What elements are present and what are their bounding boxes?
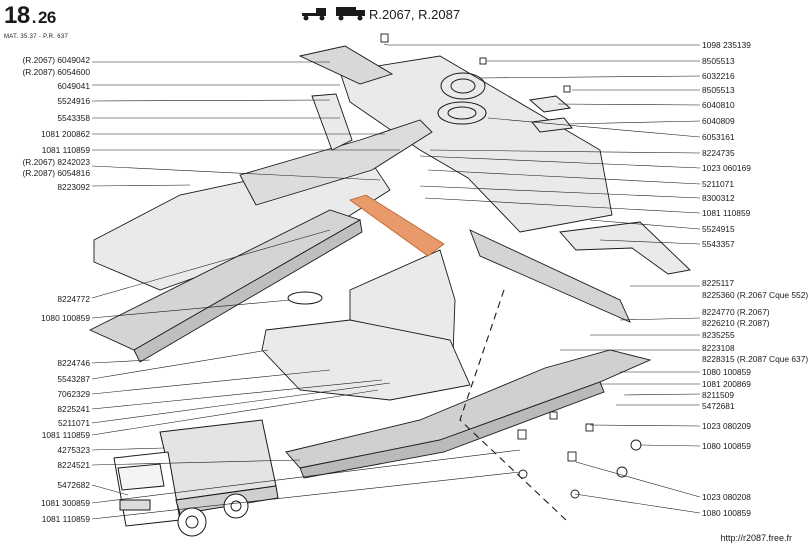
part-label: (R.2087) 6054816	[22, 168, 90, 178]
part-label: 1081 200862	[41, 129, 90, 139]
part-label: 1080 100859	[702, 508, 751, 518]
bolt	[517, 429, 527, 440]
part-label: 4275323	[57, 445, 90, 455]
material-reference: MAT. 35.37 - P.R. 637	[4, 34, 69, 40]
part-label: 5543287	[57, 374, 90, 384]
part-label: 8225360 (R.2067 Cque 552)	[702, 290, 808, 300]
part-label: 1098 235139	[702, 40, 751, 50]
bolt	[479, 57, 487, 65]
part-label: 8235255	[702, 330, 735, 340]
part-label: (R.2087) 6054600	[22, 67, 90, 77]
bolt	[567, 451, 577, 462]
part-label: (R.2067) 6049042	[22, 55, 90, 65]
part-label: 5543357	[702, 239, 735, 249]
bolt	[585, 423, 594, 432]
plate-6040809	[531, 117, 573, 133]
part-label: 5543358	[57, 113, 90, 123]
part-label: 8300312	[702, 193, 735, 203]
upper-rail	[298, 45, 394, 85]
part-label: 1081 110859	[41, 514, 90, 524]
part-label: 6032216	[702, 71, 735, 81]
right-wheel-arch	[559, 221, 691, 275]
part-label: 8224772	[57, 294, 90, 304]
part-label: 5211071	[702, 179, 734, 189]
source-url: http://r2087.free.fr	[720, 533, 792, 543]
bolt	[549, 411, 558, 420]
part-label: 8223092	[57, 182, 90, 192]
part-label: 8224521	[57, 460, 90, 470]
truck-icon	[302, 8, 326, 21]
part-label: 1080 100859	[41, 313, 90, 323]
vehicle-icons	[302, 7, 365, 21]
left-floor-panel	[93, 159, 391, 291]
bracket-6040810	[528, 95, 572, 113]
part-label: 8228315 (R.2087 Cque 637)	[702, 354, 808, 364]
part-label: 8223108	[702, 343, 735, 353]
part-label: 1080 100859	[702, 367, 751, 377]
part-label: 1023 080209	[702, 421, 751, 431]
part-label: 5211071	[58, 418, 90, 428]
nut	[616, 466, 628, 478]
part-label: 5524915	[702, 224, 735, 234]
part-label: 8225117	[702, 278, 734, 288]
part-label: 6040809	[702, 116, 735, 126]
left-gusset	[311, 93, 353, 151]
part-label: 6040810	[702, 100, 735, 110]
rear-floor-panel	[339, 55, 613, 233]
highlighted-part	[349, 194, 445, 257]
part-label: 1023 080208	[702, 492, 751, 502]
page-number: 18.26	[4, 2, 56, 29]
cross-member-right	[469, 229, 631, 323]
part-label: 8225241	[57, 404, 90, 414]
van-icon	[336, 7, 365, 21]
part-label: 1023 060169	[702, 163, 751, 173]
washer-1080	[287, 291, 323, 305]
ring-6053161	[437, 101, 487, 125]
part-label: 1081 200869	[702, 379, 751, 389]
assembly-guide-line	[459, 289, 567, 521]
part-label: 8211509	[702, 390, 734, 400]
nut	[630, 439, 642, 451]
model-references: R.2067, R.2087	[369, 7, 461, 22]
part-label: 6053161	[702, 132, 735, 142]
part-label: 8505513	[702, 85, 735, 95]
leader-lines	[91, 43, 701, 520]
part-label: 5472682	[57, 480, 90, 490]
part-label: 8224746	[57, 358, 90, 368]
part-label: 1081 110859	[41, 145, 90, 155]
part-label: (R.2067) 8242023	[22, 157, 90, 167]
part-label: 1081 110859	[41, 430, 90, 440]
part-label: 7062329	[57, 389, 90, 399]
part-label: 8505513	[702, 56, 735, 66]
ring-6032216	[440, 72, 486, 100]
part-label: 5524916	[57, 96, 90, 106]
part-label: 5472681	[702, 401, 735, 411]
part-label: 8224735	[702, 148, 735, 158]
part-label: 6049041	[57, 81, 90, 91]
bolt	[563, 85, 571, 93]
part-label: 1081 300859	[41, 498, 90, 508]
nut	[518, 469, 528, 479]
part-label: 1080 100859	[702, 441, 751, 451]
part-label: 8224770 (R.2067)	[702, 307, 770, 317]
front-floor-panel	[261, 319, 471, 401]
part-label: 1081 110859	[702, 208, 751, 218]
truck-illustration	[113, 419, 279, 537]
bolt	[380, 33, 389, 43]
part-label: 8226210 (R.2087)	[702, 318, 770, 328]
